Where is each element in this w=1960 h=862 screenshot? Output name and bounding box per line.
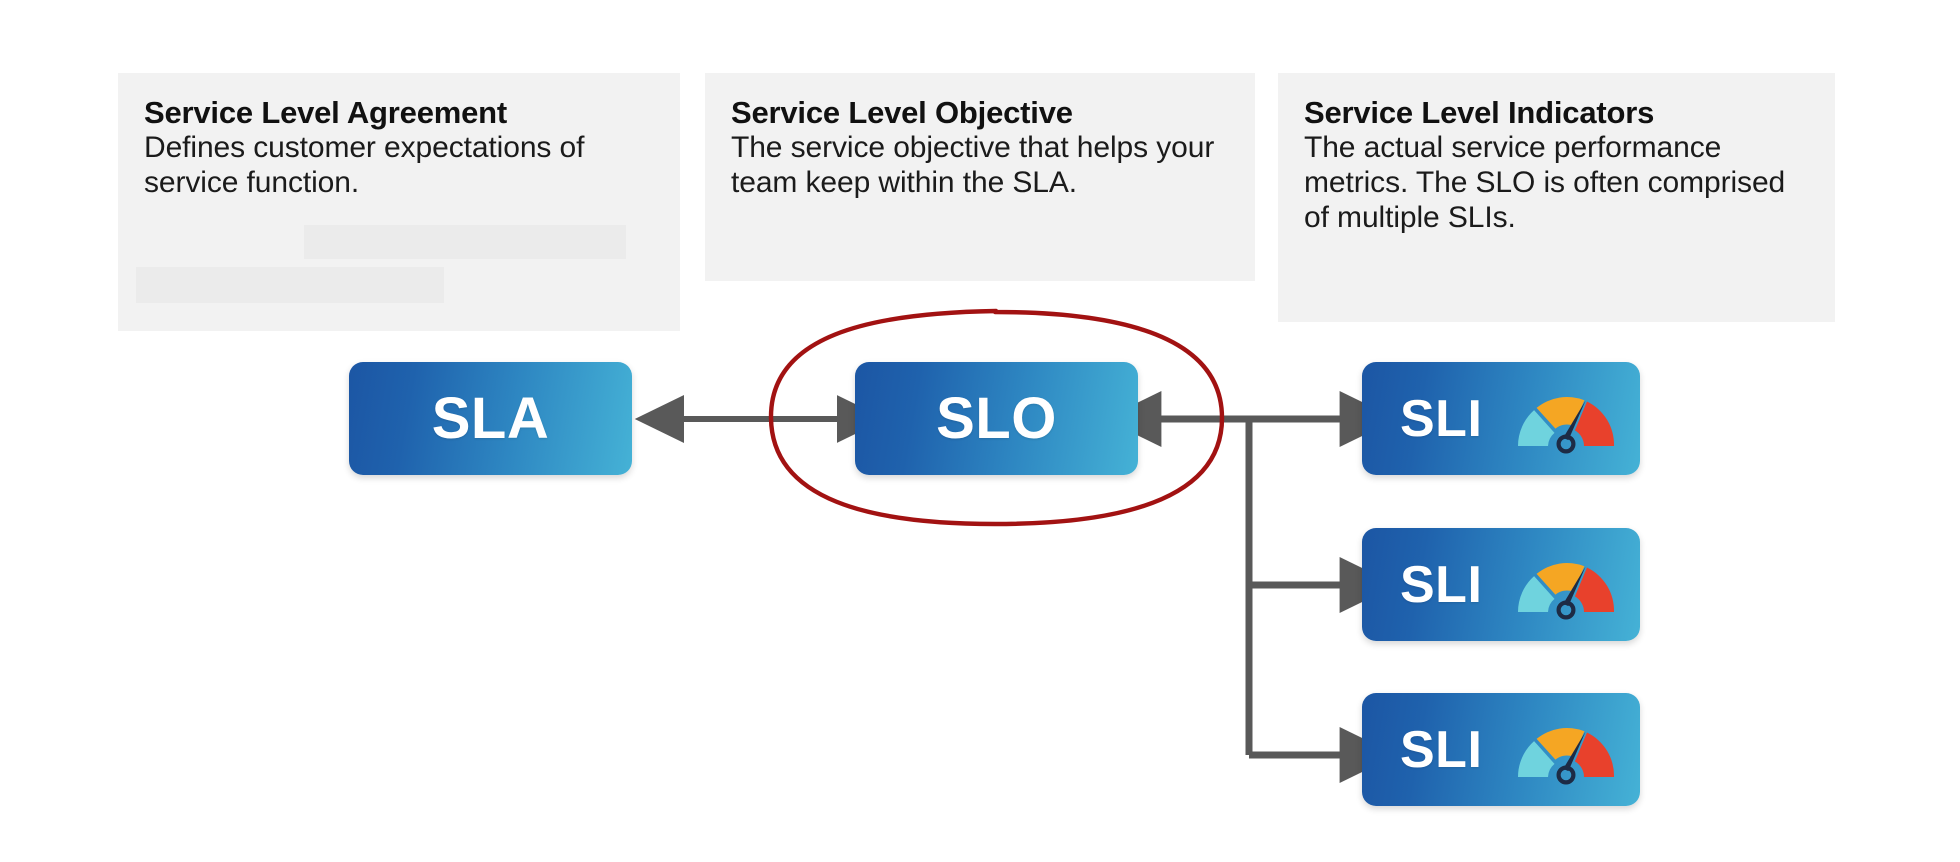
redaction-block-2: [136, 267, 444, 303]
card-body-sli: The actual service performance metrics. …: [1304, 131, 1786, 234]
card-title-sli: Service Level Indicators: [1304, 95, 1655, 130]
card-service-level-indicators: Service Level Indicators The actual serv…: [1278, 73, 1835, 322]
node-sli-2-label: SLI: [1400, 555, 1483, 614]
card-title-sla: Service Level Agreement: [144, 95, 507, 130]
node-slo[interactable]: SLO: [855, 362, 1138, 475]
node-sli-3-label: SLI: [1400, 720, 1483, 779]
node-slo-label: SLO: [936, 385, 1057, 451]
node-sla-label: SLA: [431, 385, 550, 451]
node-sli-1[interactable]: SLI: [1362, 362, 1640, 475]
gauge-icon: [1512, 715, 1620, 785]
card-body-slo: The service objective that helps your te…: [731, 131, 1215, 199]
card-service-level-agreement: Service Level Agreement Defines customer…: [118, 73, 680, 331]
gauge-icon: [1512, 384, 1620, 454]
card-service-level-objective: Service Level Objective The service obje…: [705, 73, 1255, 281]
node-sli-1-label: SLI: [1400, 389, 1483, 448]
node-sli-3[interactable]: SLI: [1362, 693, 1640, 806]
redaction-block-1: [304, 225, 626, 259]
card-body-sla: Defines customer expectations of service…: [144, 131, 585, 199]
gauge-icon: [1512, 550, 1620, 620]
node-sla[interactable]: SLA: [349, 362, 632, 475]
card-title-slo: Service Level Objective: [731, 95, 1073, 130]
connector-slo-sli-trunk: [1104, 391, 1397, 783]
node-sli-2[interactable]: SLI: [1362, 528, 1640, 641]
